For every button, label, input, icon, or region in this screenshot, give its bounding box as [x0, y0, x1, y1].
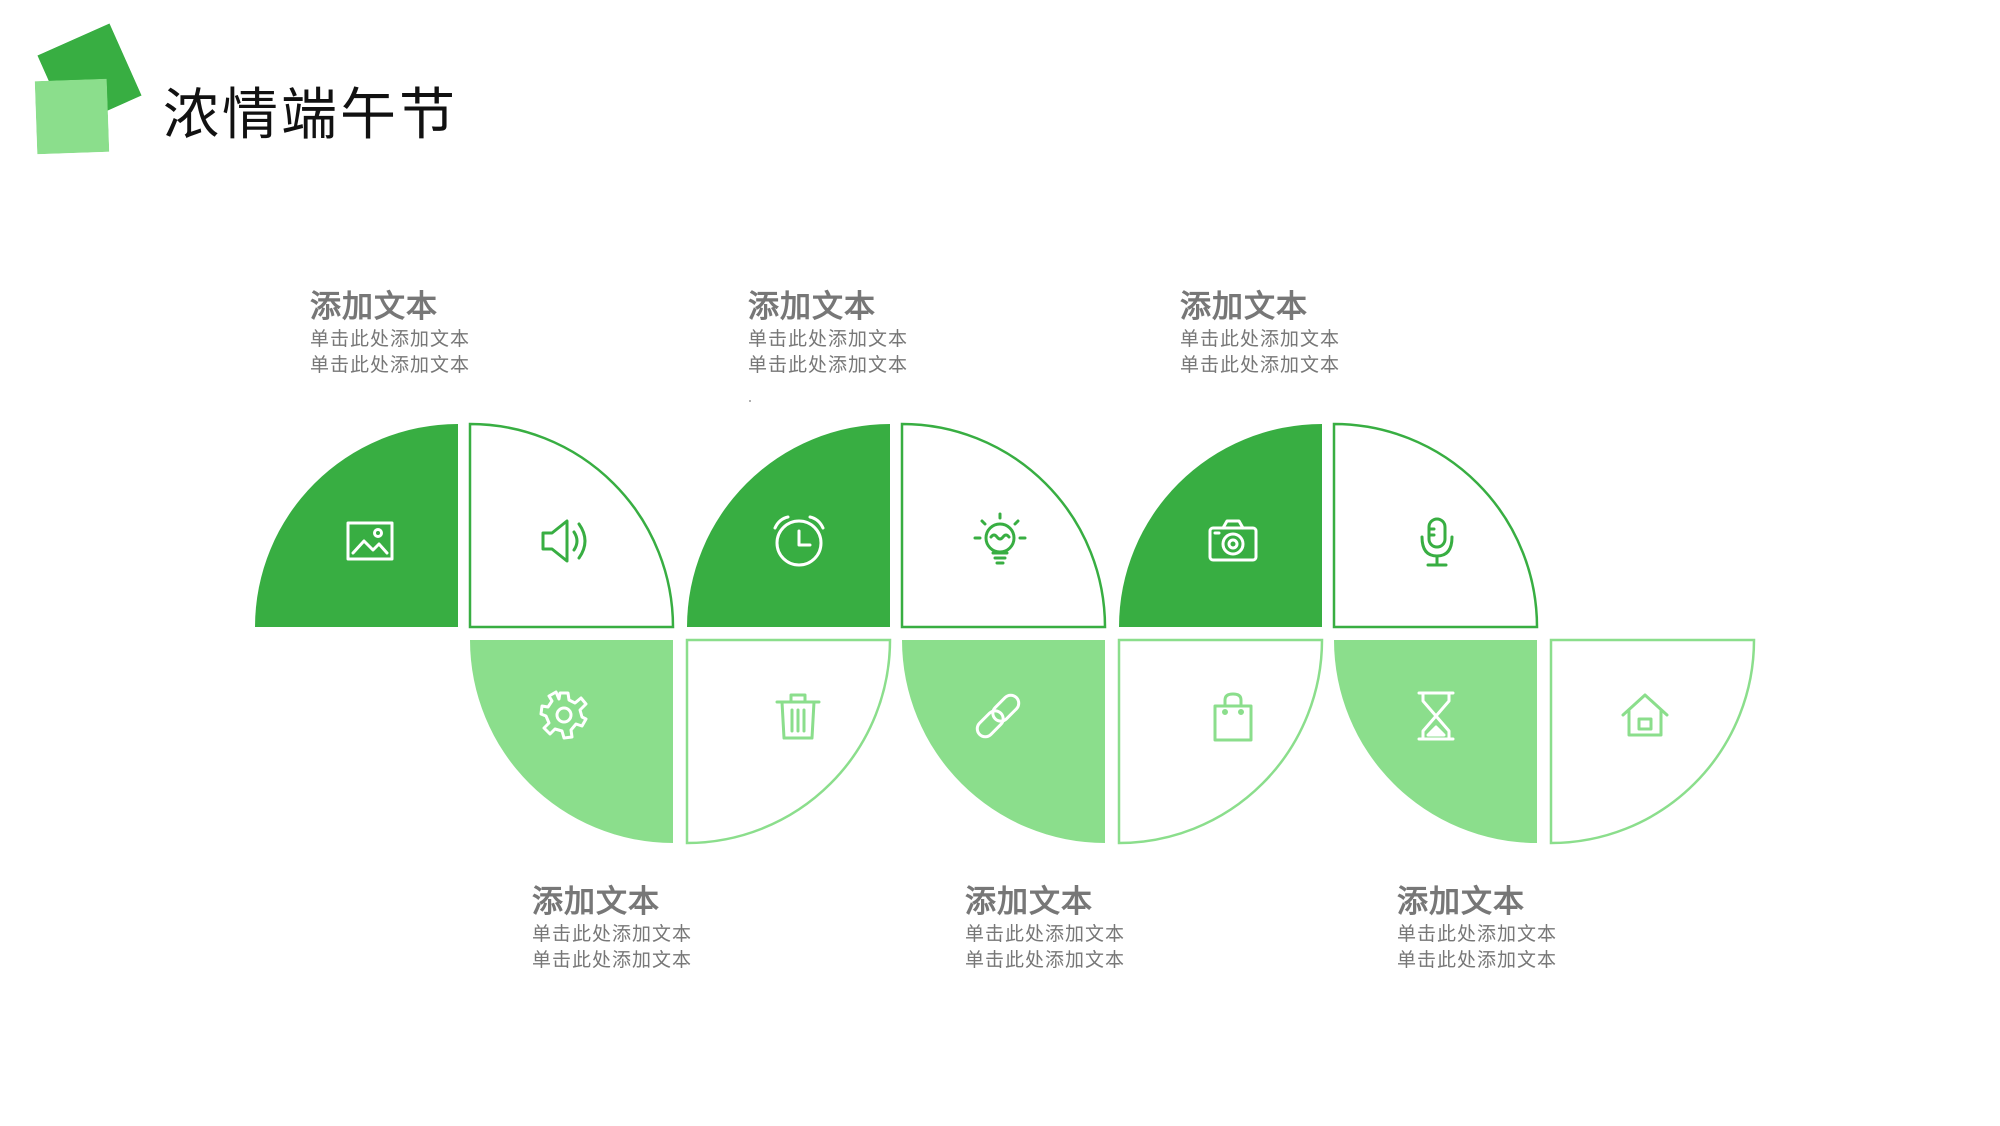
text-block-line: 单击此处添加文本	[532, 923, 693, 945]
text-block-title: 添加文本	[965, 884, 1093, 920]
bottom-segment-1-left	[470, 640, 673, 843]
text-block-line: 单击此处添加文本	[1397, 923, 1558, 945]
top-segment-3-left	[1119, 424, 1322, 627]
stray-dot	[749, 400, 751, 402]
text-block-line: 单击此处添加文本	[310, 354, 471, 376]
camera-icon	[1208, 519, 1258, 562]
top-segment-1-left	[255, 424, 458, 627]
trash-icon	[775, 693, 821, 740]
alarm-clock-icon	[773, 515, 825, 567]
text-block-line: 单击此处添加文本	[310, 328, 471, 350]
logo-square-light	[34, 78, 110, 155]
link-icon	[975, 693, 1021, 739]
bottom-segment-1-right	[685, 638, 892, 845]
text-block-title: 添加文本	[1397, 884, 1525, 920]
bottom-text-block-2: 添加文本 单击此处添加文本 单击此处添加文本	[965, 883, 1125, 973]
text-block-line: 单击此处添加文本	[965, 949, 1126, 971]
top-text-block-3: 添加文本 单击此处添加文本 单击此处添加文本	[1180, 288, 1340, 378]
gear-icon	[539, 690, 588, 740]
text-block-line: 单击此处添加文本	[965, 923, 1126, 945]
image-icon	[346, 521, 394, 561]
text-block-title: 添加文本	[310, 289, 438, 325]
hourglass-icon	[1417, 691, 1455, 741]
top-segment-2-left	[687, 424, 890, 627]
text-block-line: 单击此处添加文本	[532, 949, 693, 971]
bottom-segment-2-left	[902, 640, 1105, 843]
text-block-line: 单击此处添加文本	[1397, 949, 1558, 971]
microphone-icon	[1420, 517, 1454, 567]
text-block-line: 单击此处添加文本	[1180, 354, 1341, 376]
text-block-title: 添加文本	[532, 884, 660, 920]
top-text-block-1: 添加文本 单击此处添加文本 单击此处添加文本	[310, 288, 470, 378]
top-text-block-2: 添加文本 单击此处添加文本 单击此处添加文本	[748, 288, 908, 378]
text-block-line: 单击此处添加文本	[748, 328, 909, 350]
shopping-bag-icon	[1213, 692, 1253, 742]
page-title: 浓情端午节	[163, 83, 458, 148]
text-block-line: 单击此处添加文本	[748, 354, 909, 376]
bottom-text-block-1: 添加文本 单击此处添加文本 单击此处添加文本	[532, 883, 692, 973]
text-block-line: 单击此处添加文本	[1180, 328, 1341, 350]
top-segment-3-right	[1332, 422, 1539, 629]
bottom-segment-3-left	[1334, 640, 1537, 843]
text-block-title: 添加文本	[1180, 289, 1308, 325]
bottom-text-block-3: 添加文本 单击此处添加文本 单击此处添加文本	[1397, 883, 1557, 973]
top-segment-1-right	[468, 422, 675, 629]
lightbulb-icon	[973, 512, 1027, 565]
speaker-icon	[541, 519, 587, 563]
text-block-title: 添加文本	[748, 289, 876, 325]
home-icon	[1621, 693, 1669, 737]
bottom-segment-3-right	[1549, 638, 1756, 845]
